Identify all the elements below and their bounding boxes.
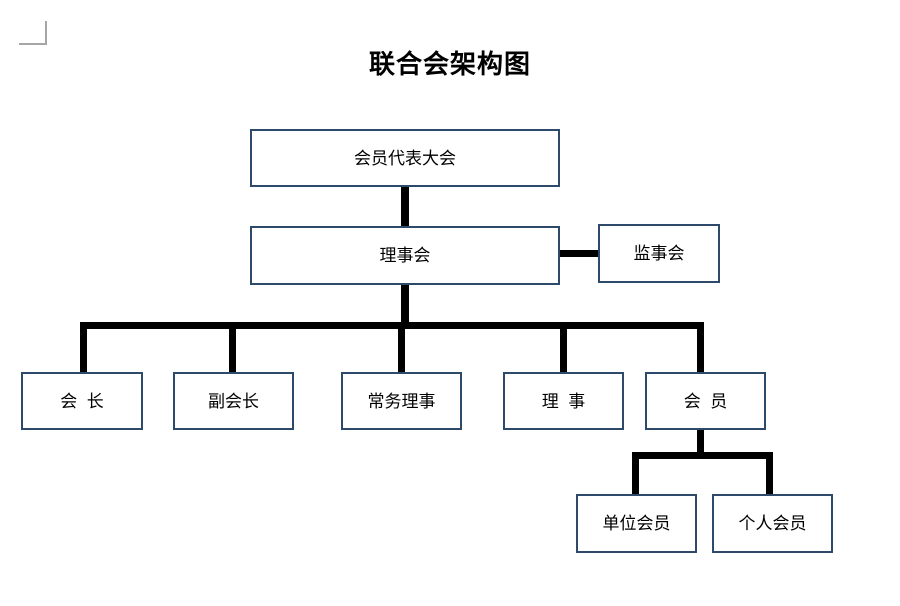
node-president[interactable]: 会 长 <box>21 372 143 430</box>
connector-assembly-to-council <box>401 187 409 226</box>
connector-level2-bus-bar <box>80 322 704 329</box>
node-executive-director[interactable]: 常务理事 <box>341 372 462 430</box>
node-members-assembly[interactable]: 会员代表大会 <box>250 129 560 187</box>
node-label: 单位会员 <box>602 514 671 533</box>
node-label: 个人会员 <box>738 514 807 533</box>
node-member[interactable]: 会 员 <box>645 372 766 430</box>
connector-council-to-supervisors <box>560 250 598 257</box>
connector-council-stem <box>401 285 409 328</box>
node-supervisory-board[interactable]: 监事会 <box>598 224 720 283</box>
connector-level3-bus-bar <box>632 452 773 459</box>
connector-drop-vice-president <box>229 322 236 372</box>
node-label: 会员代表大会 <box>354 148 456 168</box>
node-council[interactable]: 理事会 <box>250 226 560 285</box>
margin-mark-horizontal-line <box>19 43 47 45</box>
page-title: 联合会架构图 <box>368 49 531 79</box>
connector-drop-unit-member <box>632 452 639 496</box>
connector-drop-director <box>560 322 567 372</box>
connector-drop-individual-member <box>766 452 773 496</box>
connector-drop-executive-director <box>398 322 405 372</box>
node-label: 理事会 <box>379 246 431 265</box>
node-vice-president[interactable]: 副会长 <box>173 372 294 430</box>
node-unit-member[interactable]: 单位会员 <box>576 494 697 553</box>
connector-member-stem <box>697 430 704 458</box>
connector-drop-president <box>80 322 87 372</box>
node-label: 会 员 <box>683 391 728 411</box>
node-label: 监事会 <box>633 244 685 263</box>
node-individual-member[interactable]: 个人会员 <box>712 494 833 553</box>
node-label: 理 事 <box>541 391 586 411</box>
node-label: 会 长 <box>60 391 104 411</box>
connector-drop-member <box>697 322 704 372</box>
node-director[interactable]: 理 事 <box>503 372 624 430</box>
page-margin-corner-mark <box>19 21 47 45</box>
node-label: 副会长 <box>208 391 259 411</box>
node-label: 常务理事 <box>367 391 436 411</box>
margin-mark-vertical-line <box>45 21 47 45</box>
